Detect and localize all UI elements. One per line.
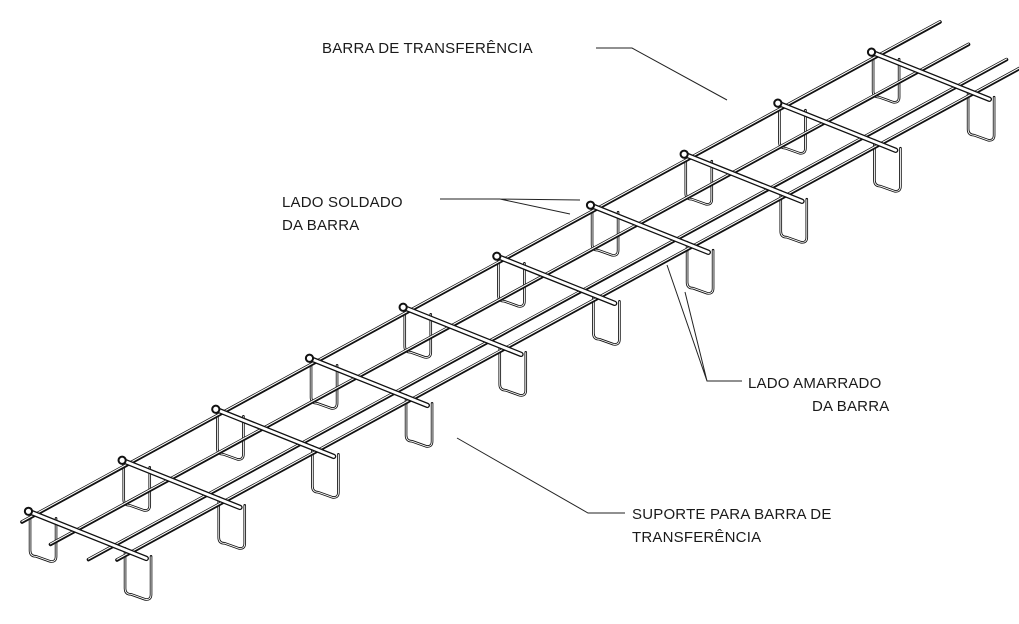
dowel-bar-highlight-6 xyxy=(495,254,617,305)
label-lado-soldado-line1: LADO SOLDADO xyxy=(282,194,403,211)
label-lado-amarrado-line1: LADO AMARRADO xyxy=(748,375,881,392)
support-chair-hi-7-1 xyxy=(591,204,619,256)
support-chair-hi-2-2 xyxy=(218,497,246,549)
longitudinal-wire-highlight-3 xyxy=(87,58,1008,560)
support-chair-hi-8-2 xyxy=(780,191,808,243)
longitudinal-wire-4 xyxy=(115,66,1019,562)
dowel-basket-assembly xyxy=(20,20,1019,601)
support-chair-hi-3-1 xyxy=(216,408,244,460)
label-suporte-line1: SUPORTE PARA BARRA DE xyxy=(632,506,832,523)
leader-lines xyxy=(440,47,742,514)
dowel-end-5 xyxy=(398,302,408,312)
dowel-end-8 xyxy=(679,149,689,159)
dowel-end-2 xyxy=(117,455,127,465)
dowel-bar-highlight-3 xyxy=(214,407,335,458)
dowel-bar-highlight-1 xyxy=(27,509,148,560)
dowel-bar-highlight-10 xyxy=(870,50,991,101)
support-chair-hi-4-2 xyxy=(405,395,433,447)
leader-lado-soldado xyxy=(440,198,581,215)
support-chair-hi-5-2 xyxy=(499,344,527,396)
leader-lado-amarrado xyxy=(666,264,742,382)
label-lado-soldado-line2: DA BARRA xyxy=(282,217,359,234)
dowel-bar-highlight-4 xyxy=(308,356,429,407)
dowel-bar-highlight-5 xyxy=(401,305,523,356)
dowel-bar-highlight-9 xyxy=(776,101,898,152)
dowel-bar-highlight-8 xyxy=(682,152,804,203)
dowel-bar-highlight-2 xyxy=(120,458,242,509)
support-chair-hi-9-2 xyxy=(873,140,901,192)
dowel-end-10 xyxy=(866,47,877,57)
support-chair-hi-6-2 xyxy=(592,293,620,345)
support-chair-hi-10-2 xyxy=(967,89,995,141)
dowel-end-1 xyxy=(23,506,34,516)
longitudinal-wire-highlight-1 xyxy=(21,20,941,522)
dowel-end-9 xyxy=(773,98,783,108)
dowel-end-4 xyxy=(304,353,315,363)
support-chair-hi-1-1 xyxy=(29,510,57,562)
dowel-end-7 xyxy=(585,200,596,210)
support-chair-hi-10-1 xyxy=(872,51,900,103)
label-lado-amarrado-line2: DA BARRA xyxy=(812,398,889,415)
label-suporte-line2: TRANSFERÊNCIA xyxy=(632,529,761,546)
dowel-end-3 xyxy=(211,404,221,414)
leader-suporte xyxy=(456,437,625,514)
support-chair-hi-1-2 xyxy=(124,548,152,600)
dowel-end-6 xyxy=(492,251,502,261)
dowel-bar-highlight-7 xyxy=(589,203,710,254)
support-chair-hi-3-2 xyxy=(311,446,339,498)
leader-barra-transferencia xyxy=(596,47,728,101)
longitudinal-wire-highlight-2 xyxy=(49,43,970,545)
support-chair-hi-2-1 xyxy=(123,459,151,511)
support-chair-hi-8-1 xyxy=(685,153,713,205)
chairs-layer xyxy=(28,49,996,601)
labels: BARRA DE TRANSFERÊNCIA LADO SOLDADO DA B… xyxy=(282,40,889,546)
support-chair-hi-5-1 xyxy=(404,306,432,358)
support-chair-hi-4-1 xyxy=(310,357,338,409)
dowels-layer xyxy=(23,47,993,562)
support-chair-hi-9-1 xyxy=(778,102,806,154)
label-barra-transferencia: BARRA DE TRANSFERÊNCIA xyxy=(322,40,533,57)
support-chair-hi-6-1 xyxy=(497,255,525,307)
support-chair-hi-7-2 xyxy=(686,242,714,294)
